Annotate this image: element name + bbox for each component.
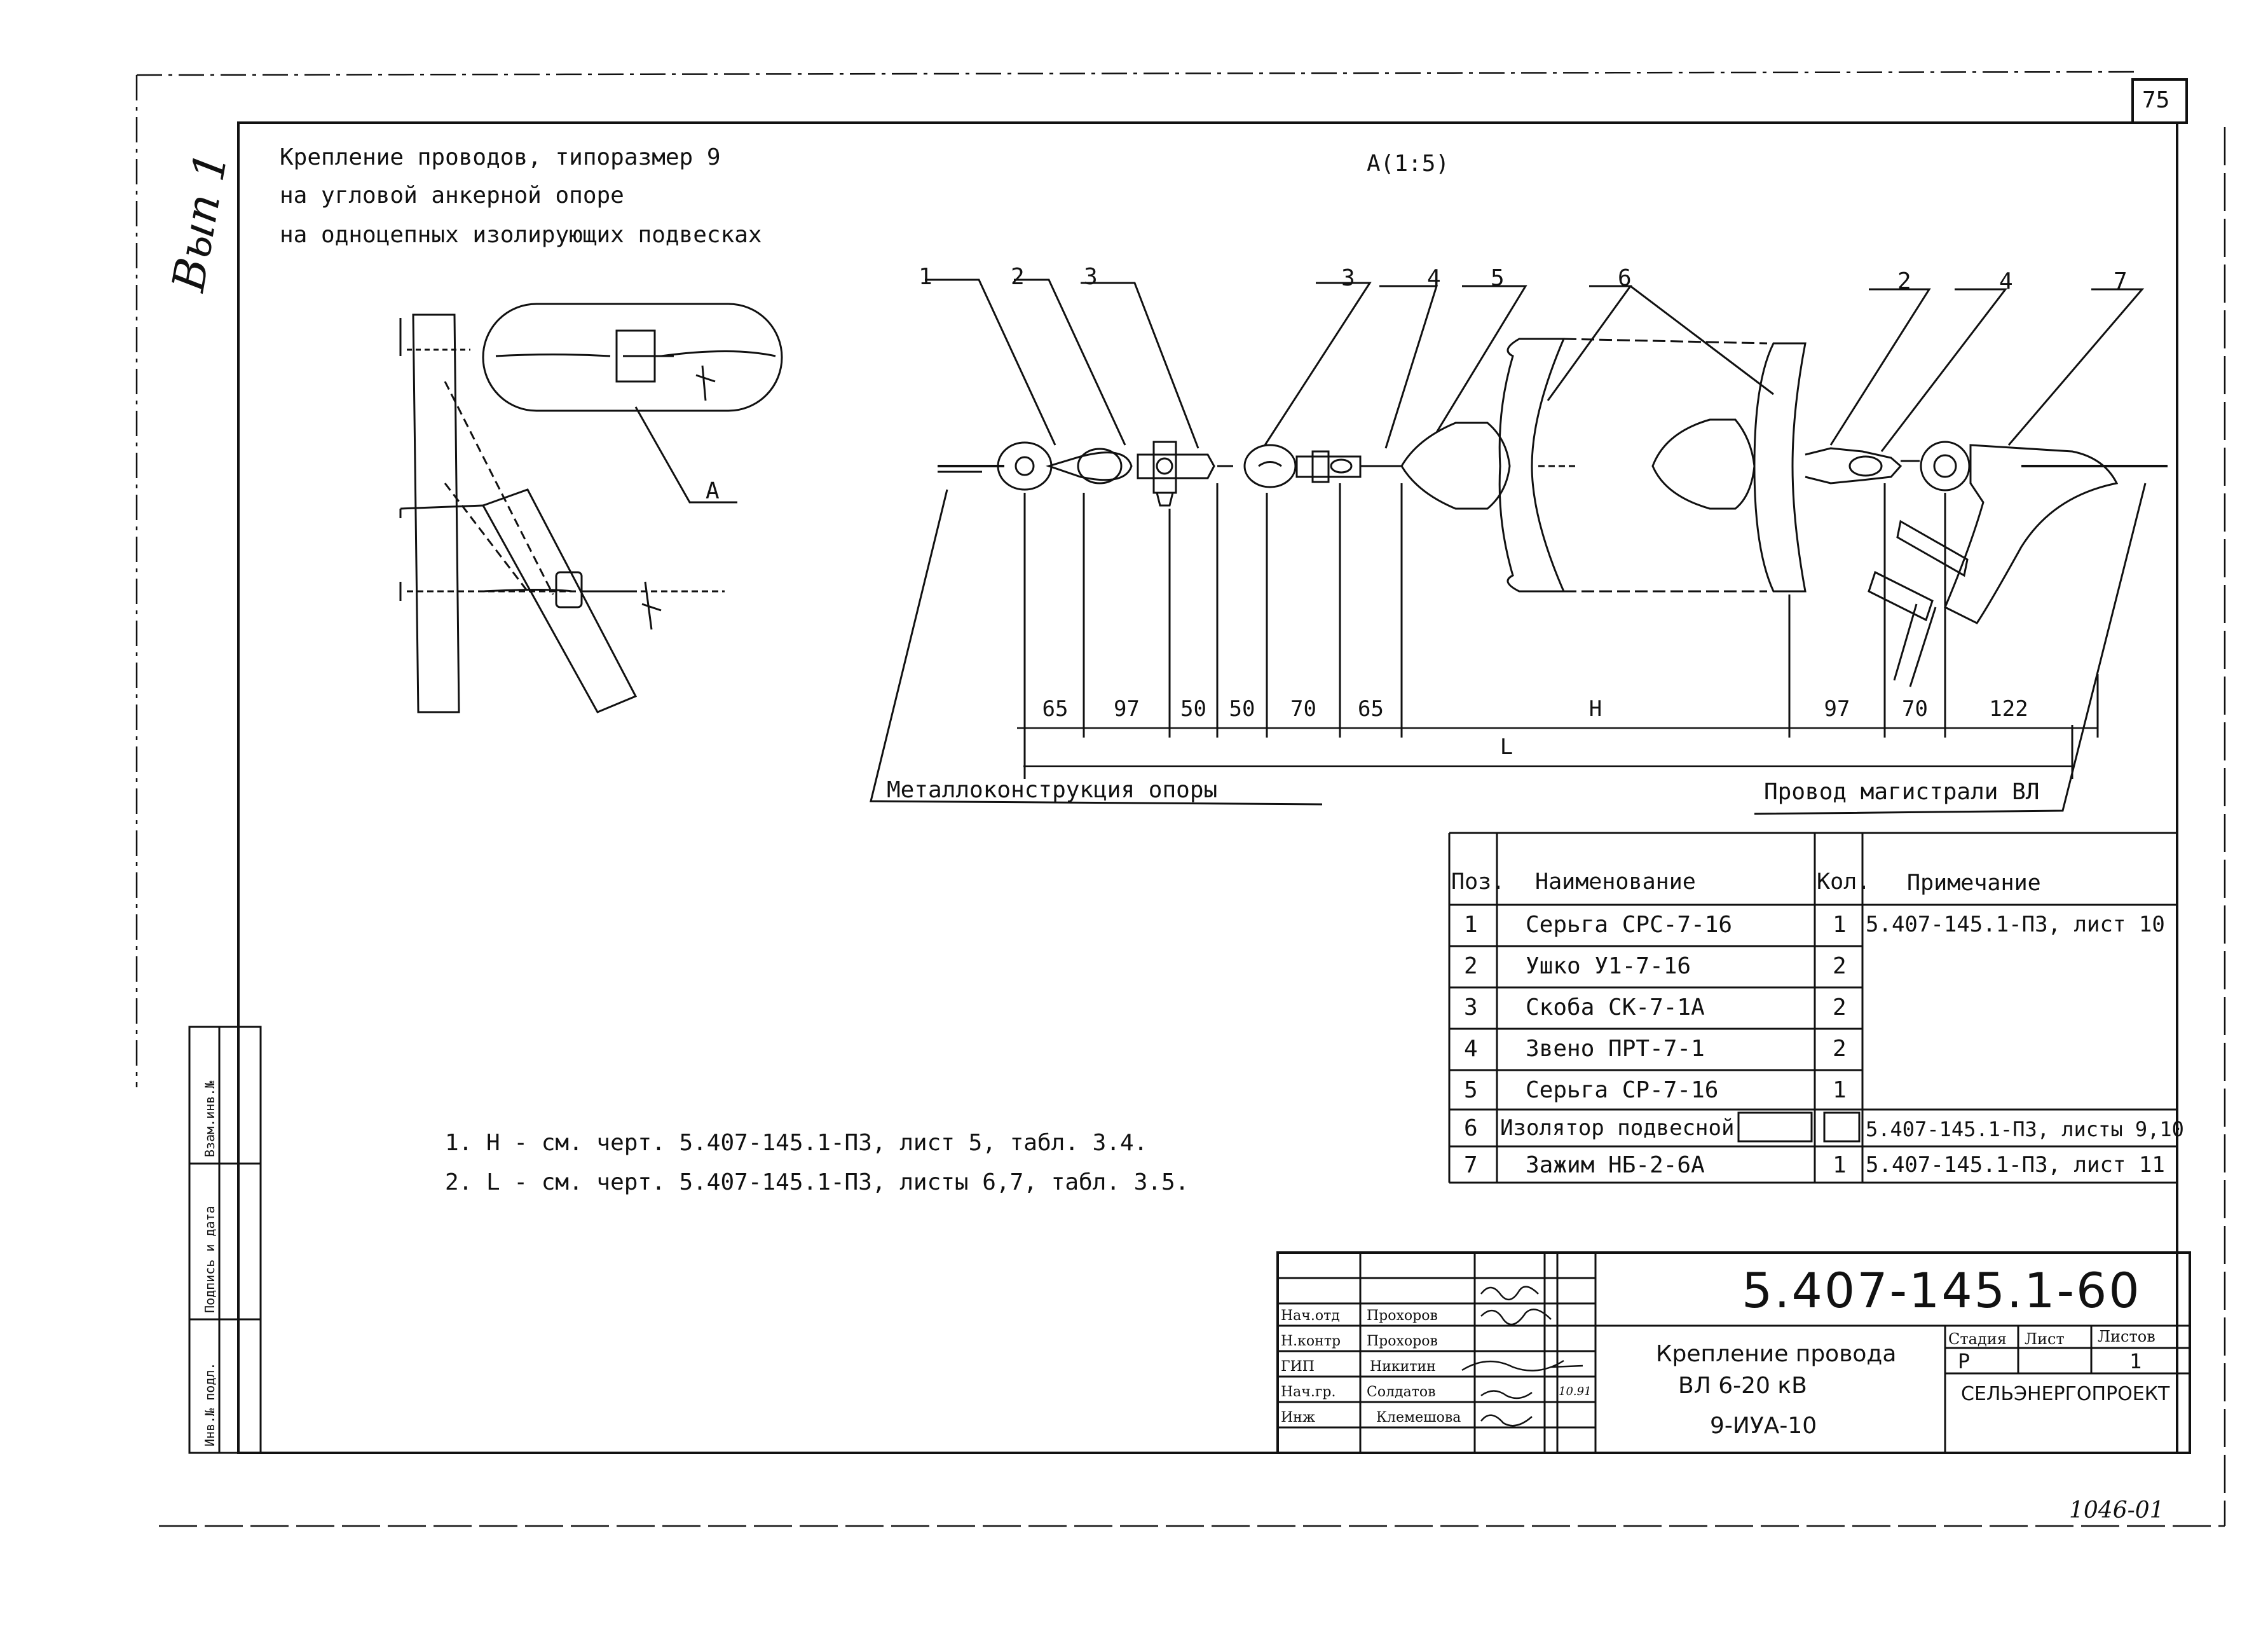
dim-value: 70: [1290, 696, 1316, 722]
table-cell-qty: 2: [1833, 1036, 1847, 1062]
tb-title-1: Крепление провода: [1656, 1341, 1897, 1367]
pos-label: 3: [1084, 264, 1098, 290]
dim-value: 65: [1358, 696, 1384, 722]
signature-marks: [1461, 1286, 1583, 1427]
note-1: 1. Н - см. черт. 5.407-145.1-ПЗ, лист 5,…: [445, 1130, 1148, 1156]
tb-role: Нач.отд: [1281, 1308, 1340, 1324]
tb-sheets-header: Листов: [2098, 1328, 2155, 1345]
table-cell-note: 5.407-145.1-ПЗ, лист 10: [1866, 912, 2165, 937]
tb-title-3: 9-ИУА-10: [1710, 1413, 1817, 1439]
table-cell-name: Ушко У1-7-16: [1526, 953, 1691, 979]
tb-organization: СЕЛЬЭНЕРГОПРОЕКТ: [1961, 1383, 2170, 1405]
title-line-1: Крепление проводов, типоразмер 9: [280, 144, 721, 170]
tb-role: Инж: [1281, 1410, 1316, 1426]
sheet-number: 75: [2142, 87, 2170, 113]
tb-title-2: ВЛ 6-20 кВ: [1678, 1373, 1807, 1399]
dim-value: 50: [1180, 696, 1206, 722]
tb-sheets-value: 1: [2129, 1349, 2142, 1373]
tb-date: 10.91: [1559, 1385, 1592, 1398]
pos-label: 6: [1618, 265, 1632, 291]
pos-label: 3: [1341, 265, 1355, 291]
table-cell-qty: 2: [1833, 953, 1847, 979]
tb-stage-header: Стадия: [1948, 1330, 2007, 1348]
table-cell-pos: 1: [1464, 912, 1478, 938]
pos-label: 2: [1011, 264, 1025, 290]
label-support-structure: Металлоконструкция опоры: [887, 777, 1218, 803]
pos-label: 2: [1897, 268, 1911, 294]
table-cell-name: Серьга СР-7-16: [1526, 1077, 1719, 1103]
table-cell-qty: 1: [1833, 1152, 1847, 1178]
table-cell-pos: 3: [1464, 994, 1478, 1021]
table-cell-pos: 5: [1464, 1077, 1478, 1103]
table-header-name: Наименование: [1535, 869, 1696, 895]
table-cell-name: Изолятор подвесной: [1500, 1115, 1735, 1141]
table-cell-name: Серьга СРС-7-16: [1526, 912, 1733, 938]
title-block-lines: [1276, 1251, 2191, 1454]
table-header-qty: Кол.: [1817, 869, 1871, 895]
label-main-line-wire: Провод магистрали ВЛ: [1764, 779, 2040, 805]
sheet-trim-top: [136, 71, 2136, 76]
stamp-inventory-no: Инв.№ подл.: [202, 1362, 217, 1447]
pos-label: 7: [2114, 268, 2128, 294]
table-cell-qty: 1: [1833, 1077, 1847, 1103]
table-cell-note: 5.407-145.1-ПЗ, листы 9,10: [1866, 1117, 2184, 1141]
stamp-replaced-inv: Взам.инв.№: [202, 1080, 217, 1157]
dim-value: 50: [1229, 696, 1255, 722]
table-cell-qty: 2: [1833, 994, 1847, 1021]
view-label: А(1:5): [1367, 151, 1450, 177]
dim-value: 65: [1042, 696, 1069, 722]
tb-name: Никитин: [1370, 1359, 1436, 1375]
table-cell-qty: 1: [1833, 912, 1847, 938]
table-cell-pos: 7: [1464, 1152, 1478, 1178]
dim-value: 122: [1989, 696, 2028, 722]
tb-name: Солдатов: [1367, 1384, 1436, 1400]
archive-number: 1046-01: [2069, 1497, 2164, 1523]
table-cell-pos: 4: [1464, 1036, 1478, 1062]
pos-label: 1: [919, 264, 932, 290]
stamp-signature-date: Подпись и дата: [202, 1206, 217, 1313]
tb-role: ГИП: [1281, 1359, 1315, 1375]
callout-a: А: [706, 478, 720, 504]
note-2: 2. L - см. черт. 5.407-145.1-ПЗ, листы 6…: [445, 1169, 1189, 1195]
table-cell-name: Зажим НБ-2-6А: [1526, 1152, 1705, 1178]
overview-sketch: [399, 303, 783, 713]
tb-name: Прохоров: [1367, 1308, 1438, 1324]
pos-label: 4: [1999, 268, 2013, 294]
tb-name: Клемешова: [1376, 1410, 1461, 1426]
pos-label: 4: [1427, 265, 1441, 291]
tb-name: Прохоров: [1367, 1333, 1438, 1349]
table-cell-pos: 6: [1464, 1115, 1478, 1141]
tb-role: Нач.гр.: [1281, 1384, 1336, 1400]
dim-value: 97: [1824, 696, 1850, 722]
tb-sheet-header: Лист: [2025, 1330, 2065, 1348]
dim-value: Н: [1588, 696, 1602, 722]
table-cell-name: Скоба СК-7-1А: [1526, 994, 1705, 1021]
table-cell-name: Звено ПРТ-7-1: [1526, 1036, 1705, 1062]
title-line-2: на угловой анкерной опоре: [280, 182, 624, 209]
total-dimension: L: [1499, 734, 1513, 760]
table-header-pos: Поз.: [1451, 869, 1505, 895]
tb-role: Н.контр: [1281, 1333, 1341, 1349]
title-line-3: на одноцепных изолирующих подвесках: [280, 222, 762, 248]
assembly-drawing: [870, 278, 2168, 815]
parts-table-lines: [1448, 832, 2177, 1184]
table-cell-pos: 2: [1464, 953, 1478, 979]
tb-stage-value: Р: [1958, 1349, 1971, 1373]
doc-number: 5.407-145.1-60: [1742, 1262, 2142, 1319]
dim-value: 70: [1902, 696, 1928, 722]
dim-value: 97: [1114, 696, 1140, 722]
pos-label: 5: [1491, 265, 1505, 291]
table-cell-note: 5.407-145.1-ПЗ, лист 11: [1866, 1152, 2165, 1178]
table-header-note: Примечание: [1907, 870, 2041, 896]
